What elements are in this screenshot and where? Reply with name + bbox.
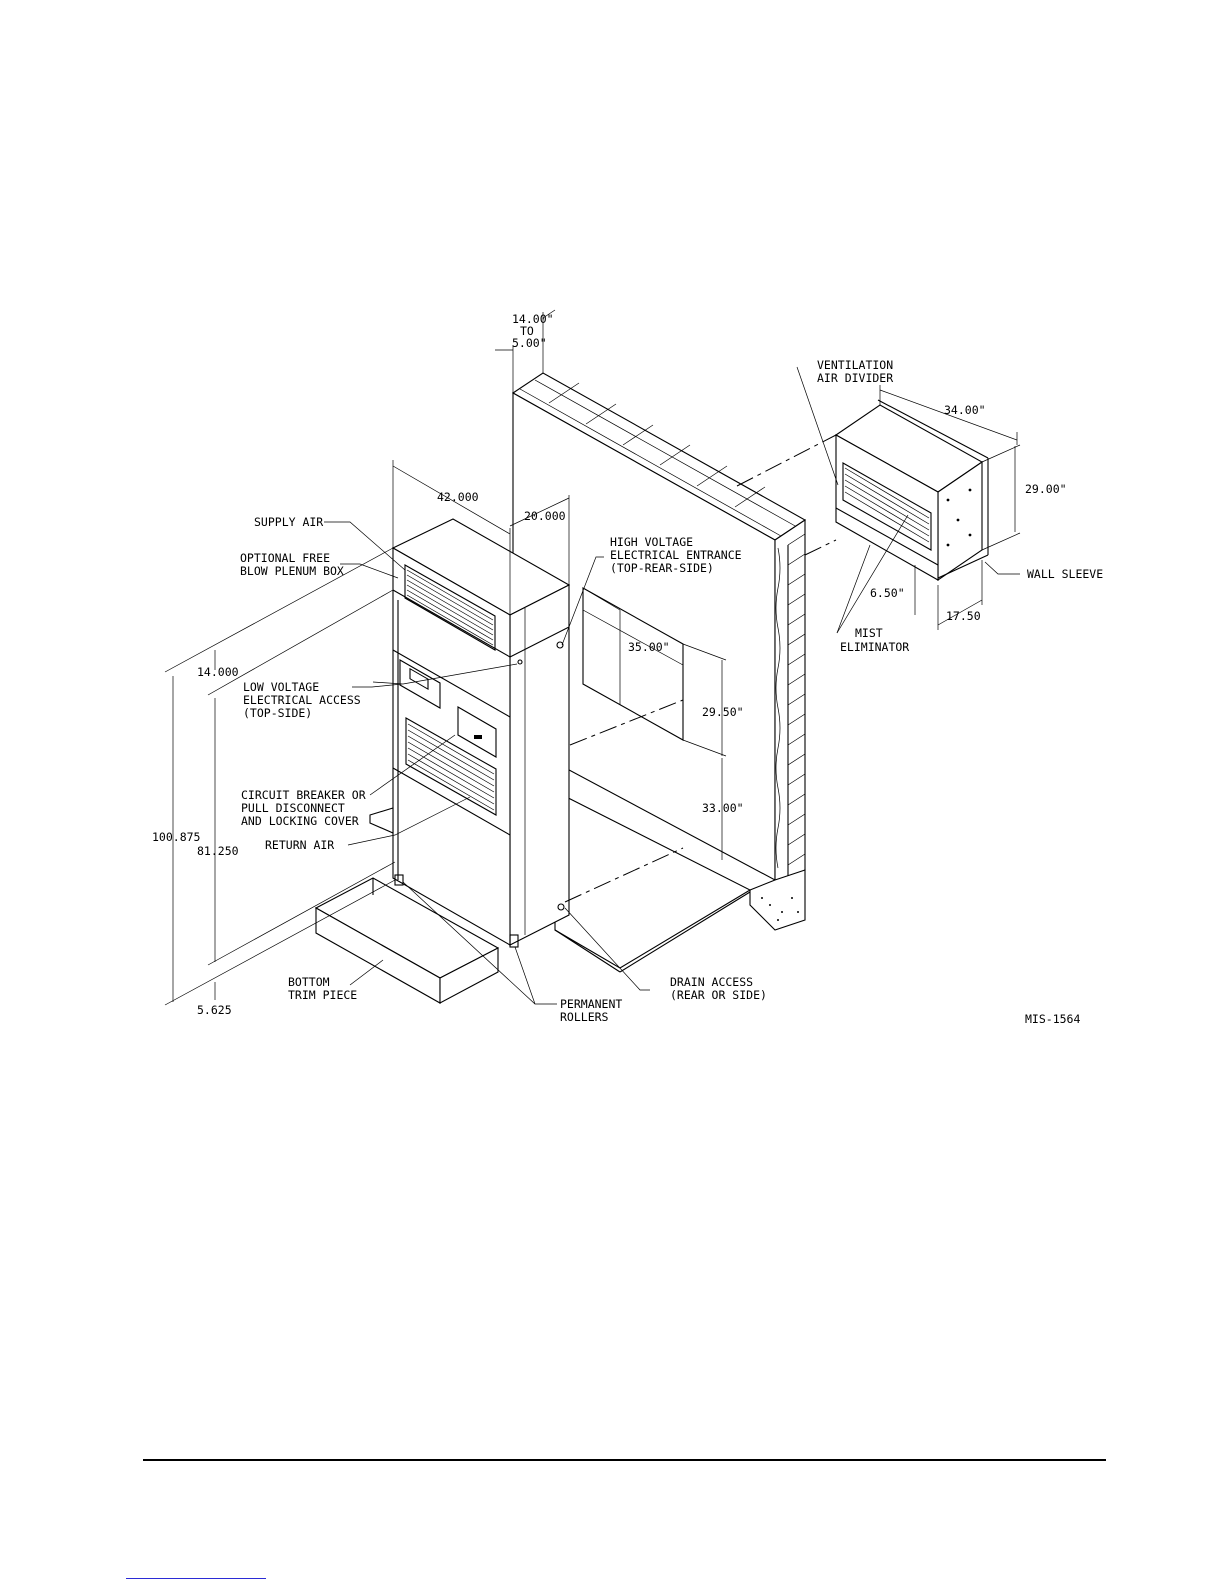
- footer-link-underline: [126, 1578, 266, 1579]
- return-air-grille: [405, 717, 497, 816]
- opening-width-dim: 35.00": [628, 640, 670, 654]
- roller-front-right: [509, 934, 519, 948]
- plenum-label-2: BLOW PLENUM BOX: [240, 564, 344, 578]
- dim-5-625: 5.625: [197, 1003, 232, 1017]
- mist-eliminator-grille: [842, 462, 932, 551]
- high-voltage-label-2: ELECTRICAL ENTRANCE: [610, 548, 742, 562]
- dim-14-000: 14.000: [197, 665, 239, 679]
- high-voltage-label-3: (TOP-REAR-SIDE): [610, 561, 714, 575]
- circuit-breaker-label-3: AND LOCKING COVER: [241, 814, 359, 828]
- plenum-label-1: OPTIONAL FREE: [240, 551, 330, 565]
- low-voltage-label-1: LOW VOLTAGE: [243, 680, 319, 694]
- wall-sleeve-label: WALL SLEEVE: [1027, 567, 1103, 581]
- opening-sill-dim: 33.00": [702, 801, 744, 815]
- opening-height-dim: 29.50": [702, 705, 744, 719]
- wall-depth-min: 5.00": [512, 336, 547, 350]
- foundation: [749, 869, 806, 931]
- circuit-breaker-box: [457, 706, 497, 758]
- dim-17-50: 17.50: [946, 609, 981, 623]
- total-height-dim: 100.875: [152, 830, 200, 844]
- rollers-label-2: ROLLERS: [560, 1010, 609, 1024]
- wall-depth-max: 14.00": [512, 312, 554, 326]
- bottom-trim-piece: [314, 877, 500, 1004]
- low-voltage-label-3: (TOP-SIDE): [243, 706, 312, 720]
- air-conditioner-unit: [369, 518, 571, 948]
- supply-air-label: SUPPLY AIR: [254, 515, 323, 529]
- brick-courses: [787, 533, 806, 880]
- drain-access-label-2: (REAR OR SIDE): [670, 988, 767, 1002]
- mist-eliminator-label-2: ELIMINATOR: [840, 640, 909, 654]
- bottom-trim-label-2: TRIM PIECE: [288, 988, 357, 1002]
- circuit-breaker-label-1: CIRCUIT BREAKER OR: [241, 788, 366, 802]
- drain-access-label-1: DRAIN ACCESS: [670, 975, 753, 989]
- wall-sleeve: [834, 399, 989, 582]
- rollers-label-1: PERMANENT: [560, 997, 622, 1011]
- low-voltage-label-2: ELECTRICAL ACCESS: [243, 693, 361, 707]
- mist-eliminator-label-1: MIST: [855, 626, 883, 640]
- drawing-number: MIS-1564: [1025, 1012, 1080, 1026]
- low-voltage-access-panel: [399, 659, 441, 709]
- alignment-lines: [564, 434, 837, 903]
- labels: 14.00" TO 5.00" VENTILATION AIR DIVIDER …: [152, 312, 1103, 1026]
- sleeve-height-dim: 29.00": [1025, 482, 1067, 496]
- ventilation-label-1: VENTILATION: [817, 358, 893, 372]
- footer-rule: [143, 1459, 1106, 1461]
- high-voltage-label-1: HIGH VOLTAGE: [610, 535, 693, 549]
- unit-width-dim: 42.000: [437, 490, 479, 504]
- circuit-breaker-label-2: PULL DISCONNECT: [241, 801, 345, 815]
- return-air-label: RETURN AIR: [265, 838, 334, 852]
- wall: [511, 372, 807, 931]
- dimension-lines: [164, 309, 1021, 1006]
- dim-6-50: 6.50": [870, 586, 905, 600]
- bottom-trim-label-1: BOTTOM: [288, 975, 330, 989]
- wall-depth-to: TO: [520, 324, 534, 338]
- ventilation-label-2: AIR DIVIDER: [817, 371, 893, 385]
- cabinet-height-dim: 81.250: [197, 844, 239, 858]
- supply-air-grille: [404, 564, 496, 651]
- unit-depth-dim: 20.000: [524, 509, 566, 523]
- sleeve-width-dim: 34.00": [944, 403, 986, 417]
